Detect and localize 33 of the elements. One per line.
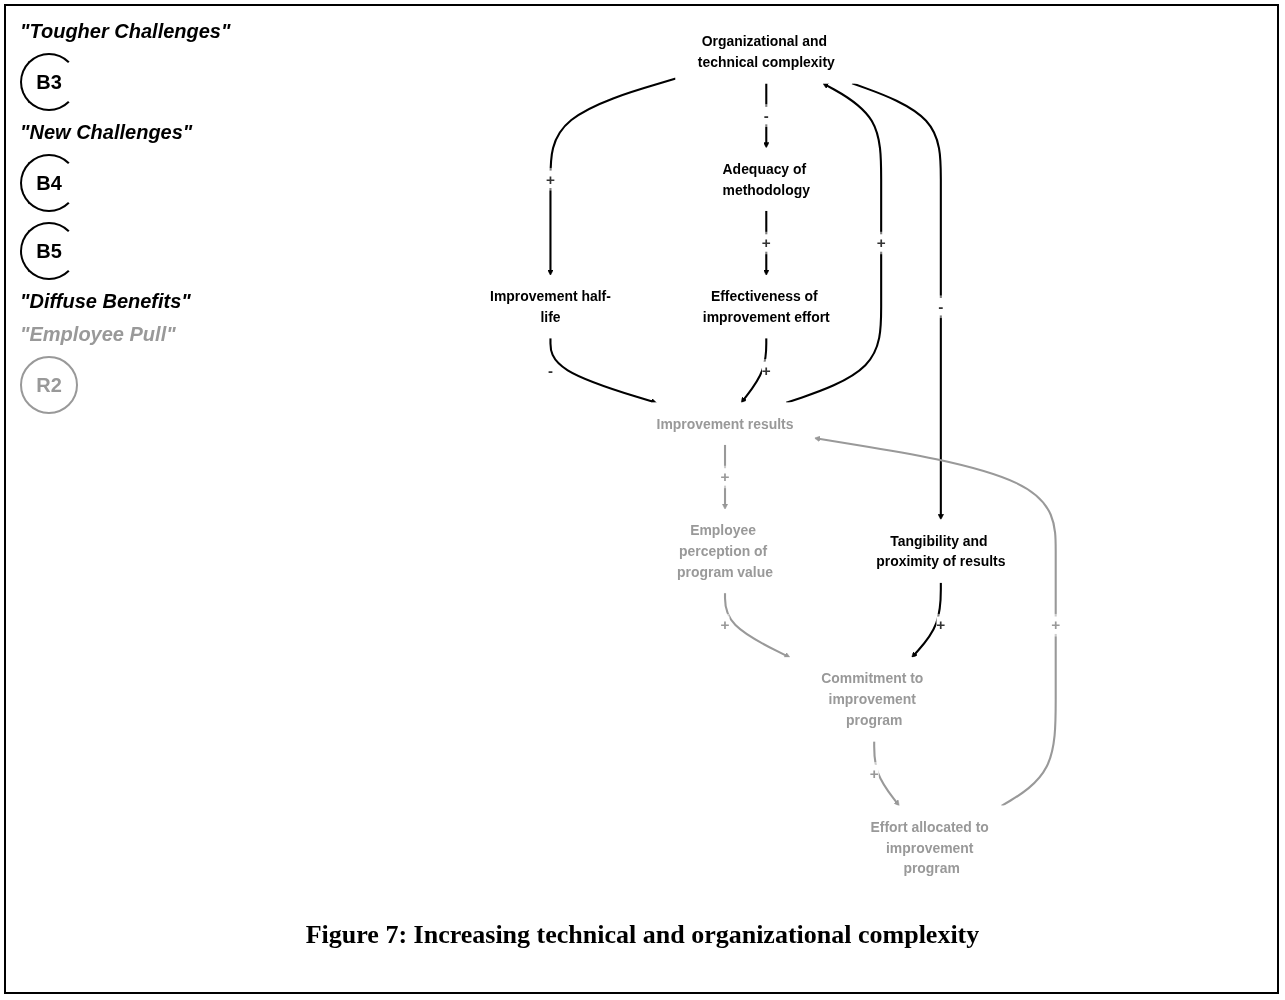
arrow bbox=[911, 582, 942, 658]
node-text: Adequacy of methodology bbox=[722, 161, 810, 198]
loop-name: "Employee Pull" bbox=[20, 323, 176, 345]
node-text: Organizational and technical complexity bbox=[697, 33, 835, 70]
arrow bbox=[740, 338, 768, 404]
node-text: Tangibility and proximity of results bbox=[876, 532, 1006, 570]
edge-label: + bbox=[869, 764, 879, 783]
arrow bbox=[873, 741, 900, 807]
edge-label: + bbox=[720, 616, 730, 634]
loop-name: "Tougher Challenges" bbox=[20, 20, 231, 42]
loop-name: "Diffuse Benefits" bbox=[20, 290, 191, 312]
edge-label: + bbox=[1051, 616, 1061, 634]
edge-label: - bbox=[938, 298, 944, 316]
loop-marker: R2 bbox=[20, 356, 78, 414]
arrow bbox=[785, 82, 883, 404]
edge-label: - bbox=[763, 106, 769, 125]
node-text: Improvement results bbox=[656, 416, 794, 432]
edge-label: + bbox=[936, 616, 946, 634]
node-text: Effort allocated to improvement program bbox=[870, 819, 989, 877]
edge-label: + bbox=[876, 234, 886, 252]
edge-label: + bbox=[761, 234, 771, 252]
edge-label: + bbox=[720, 468, 730, 486]
figure-caption: Figure 7: Increasing technical and organizational complexity bbox=[305, 920, 980, 950]
edge-label: - bbox=[547, 361, 553, 380]
loop-name: "New Challenges" bbox=[20, 121, 193, 143]
arrow bbox=[723, 592, 791, 658]
node-text: Commitment to improvement program bbox=[821, 670, 924, 728]
node-text: Effectiveness of improvement effort bbox=[702, 288, 830, 325]
node-text: Employee perception of program value bbox=[676, 522, 773, 580]
edge-label: + bbox=[761, 361, 771, 380]
edge-label: + bbox=[545, 170, 555, 189]
node-text: Improvement half-life bbox=[490, 288, 611, 325]
arrow bbox=[814, 435, 1057, 807]
